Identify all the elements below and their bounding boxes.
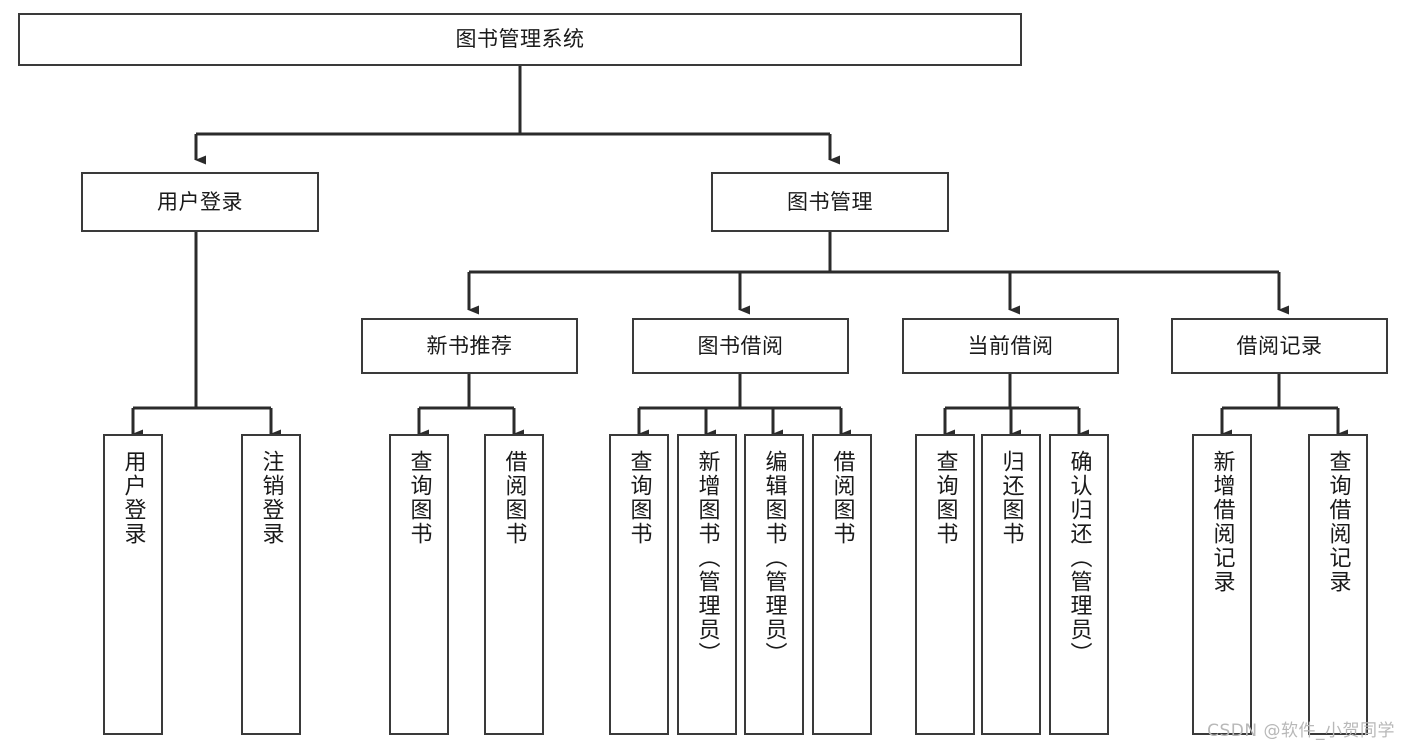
leaf-record-add-record[interactable]: 新增借阅记录: [1192, 434, 1252, 735]
leaf-current-confirm-return-admin[interactable]: 确认归还（管理员）: [1049, 434, 1109, 735]
node-new-book-recommend[interactable]: 新书推荐: [361, 318, 578, 374]
leaf-label: 用户登录: [120, 450, 146, 546]
leaf-borrow-add-book-admin[interactable]: 新增图书（管理员）: [677, 434, 737, 735]
leaf-label: 确认归还（管理员）: [1066, 450, 1092, 666]
node-label: 新书推荐: [426, 333, 513, 358]
node-label: 借阅记录: [1236, 333, 1323, 358]
leaf-user-login-login[interactable]: 用户登录: [103, 434, 163, 735]
node-root-system[interactable]: 图书管理系统: [18, 13, 1022, 66]
node-borrow-record[interactable]: 借阅记录: [1171, 318, 1388, 374]
node-label: 图书管理: [787, 189, 873, 214]
leaf-current-return-book[interactable]: 归还图书: [981, 434, 1041, 735]
leaf-label: 借阅图书: [829, 450, 855, 546]
csdn-watermark: CSDN @软件_小贺同学: [1207, 721, 1395, 741]
node-label: 当前借阅: [967, 333, 1054, 358]
node-current-borrow[interactable]: 当前借阅: [902, 318, 1119, 374]
leaf-borrow-borrow-book[interactable]: 借阅图书: [812, 434, 872, 735]
leaf-label: 查询借阅记录: [1325, 450, 1351, 594]
leaf-label: 注销登录: [258, 450, 284, 546]
leaf-label: 归还图书: [998, 450, 1024, 546]
leaf-user-login-logout[interactable]: 注销登录: [241, 434, 301, 735]
leaf-label: 借阅图书: [501, 450, 527, 546]
node-book-borrow[interactable]: 图书借阅: [632, 318, 849, 374]
node-label: 图书借阅: [697, 333, 784, 358]
leaf-current-query-book[interactable]: 查询图书: [915, 434, 975, 735]
leaf-label: 编辑图书（管理员）: [761, 450, 787, 666]
node-book-management[interactable]: 图书管理: [711, 172, 949, 232]
leaf-new-book-borrow[interactable]: 借阅图书: [484, 434, 544, 735]
node-label: 用户登录: [157, 189, 243, 214]
leaf-record-query-record[interactable]: 查询借阅记录: [1308, 434, 1368, 735]
leaf-label: 新增借阅记录: [1209, 450, 1235, 594]
leaf-label: 查询图书: [406, 450, 432, 546]
leaf-label: 查询图书: [626, 450, 652, 546]
leaf-label: 新增图书（管理员）: [694, 450, 720, 666]
node-user-login[interactable]: 用户登录: [81, 172, 319, 232]
leaf-new-book-query[interactable]: 查询图书: [389, 434, 449, 735]
node-label: 图书管理系统: [455, 27, 585, 52]
leaf-borrow-edit-book-admin[interactable]: 编辑图书（管理员）: [744, 434, 804, 735]
leaf-borrow-query-book[interactable]: 查询图书: [609, 434, 669, 735]
leaf-label: 查询图书: [932, 450, 958, 546]
